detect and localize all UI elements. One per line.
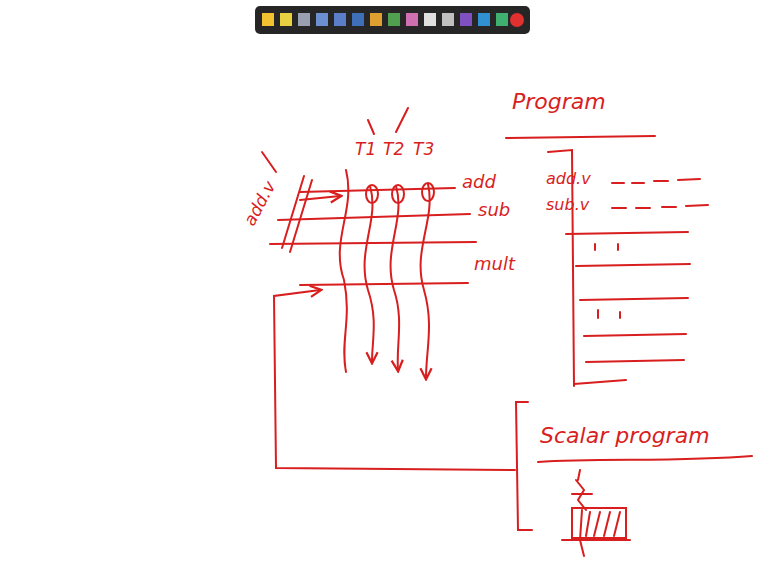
instruction-label: add.v	[240, 178, 279, 229]
instruction-label: sub.v	[546, 196, 589, 214]
thread-label: T2	[383, 140, 404, 159]
toolbar	[255, 6, 530, 34]
thread-label: T3	[413, 140, 434, 159]
stage-label: add	[462, 172, 496, 192]
pipeline-sketch	[262, 108, 752, 556]
heading: Scalar program	[540, 424, 710, 448]
thread-label: T1	[355, 140, 376, 159]
stage-label: sub	[478, 200, 510, 220]
stage-label: mult	[474, 254, 515, 274]
instruction-label: add.v	[546, 170, 591, 188]
heading: Program	[512, 90, 606, 114]
